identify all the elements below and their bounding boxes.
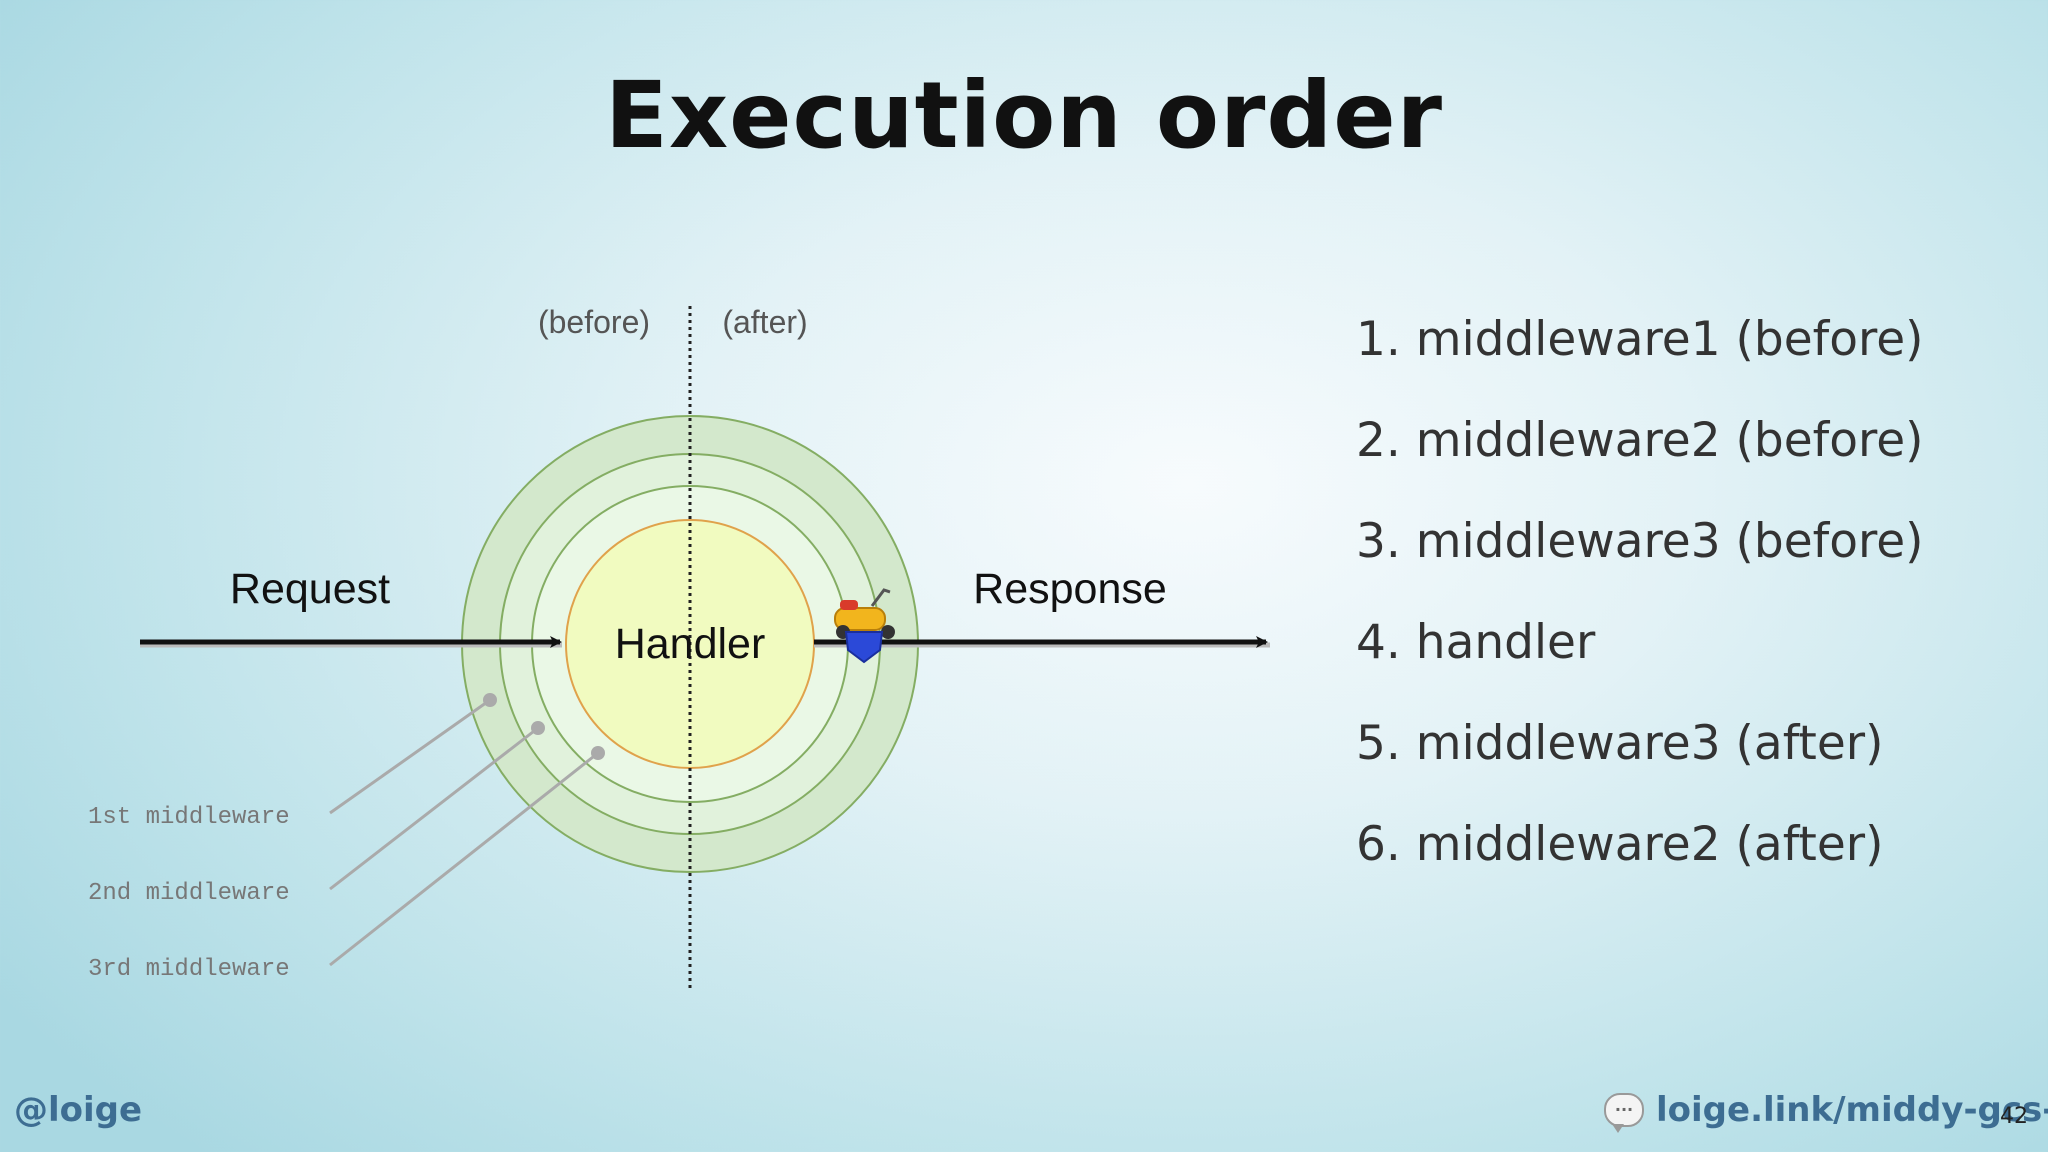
before-label: (before) bbox=[538, 304, 650, 340]
middleware-label-1st: 1st middleware bbox=[88, 804, 290, 831]
list-item: 1. middleware1 (before) bbox=[1356, 312, 1924, 367]
execution-order-list: 1. middleware1 (before) 2. middleware2 (… bbox=[1356, 306, 1924, 912]
slides-link-text[interactable]: loige.link/middy-gcs-qa bbox=[1656, 1090, 2048, 1130]
middleware-pointer-3rd bbox=[329, 746, 605, 967]
slides-link[interactable]: ··· loige.link/middy-gcs-qa bbox=[1604, 1090, 2048, 1133]
list-item: 2. middleware2 (before) bbox=[1356, 413, 1924, 468]
page-number: 42 bbox=[2000, 1104, 2028, 1129]
middleware-label-2nd: 2nd middleware bbox=[88, 880, 290, 907]
middleware-pointer-1st bbox=[329, 693, 497, 815]
list-item: 6. middleware2 (after) bbox=[1356, 817, 1884, 872]
list-item: 4. handler bbox=[1356, 615, 1596, 670]
request-label: Request bbox=[230, 565, 390, 613]
list-item: 5. middleware3 (after) bbox=[1356, 716, 1884, 771]
response-label: Response bbox=[973, 565, 1167, 613]
shield-badge-icon bbox=[844, 631, 884, 664]
slide-title: Execution order bbox=[604, 62, 1444, 169]
handler-label: Handler bbox=[615, 620, 766, 668]
middleware-label-3rd: 3rd middleware bbox=[88, 956, 290, 983]
scooter-icon bbox=[834, 588, 895, 639]
author-handle[interactable]: @loige bbox=[14, 1090, 143, 1130]
list-item: 3. middleware3 (before) bbox=[1356, 514, 1924, 569]
speech-bubble-icon: ··· bbox=[1604, 1093, 1644, 1133]
after-label: (after) bbox=[722, 304, 807, 340]
middleware-pointer-2nd bbox=[329, 721, 545, 891]
